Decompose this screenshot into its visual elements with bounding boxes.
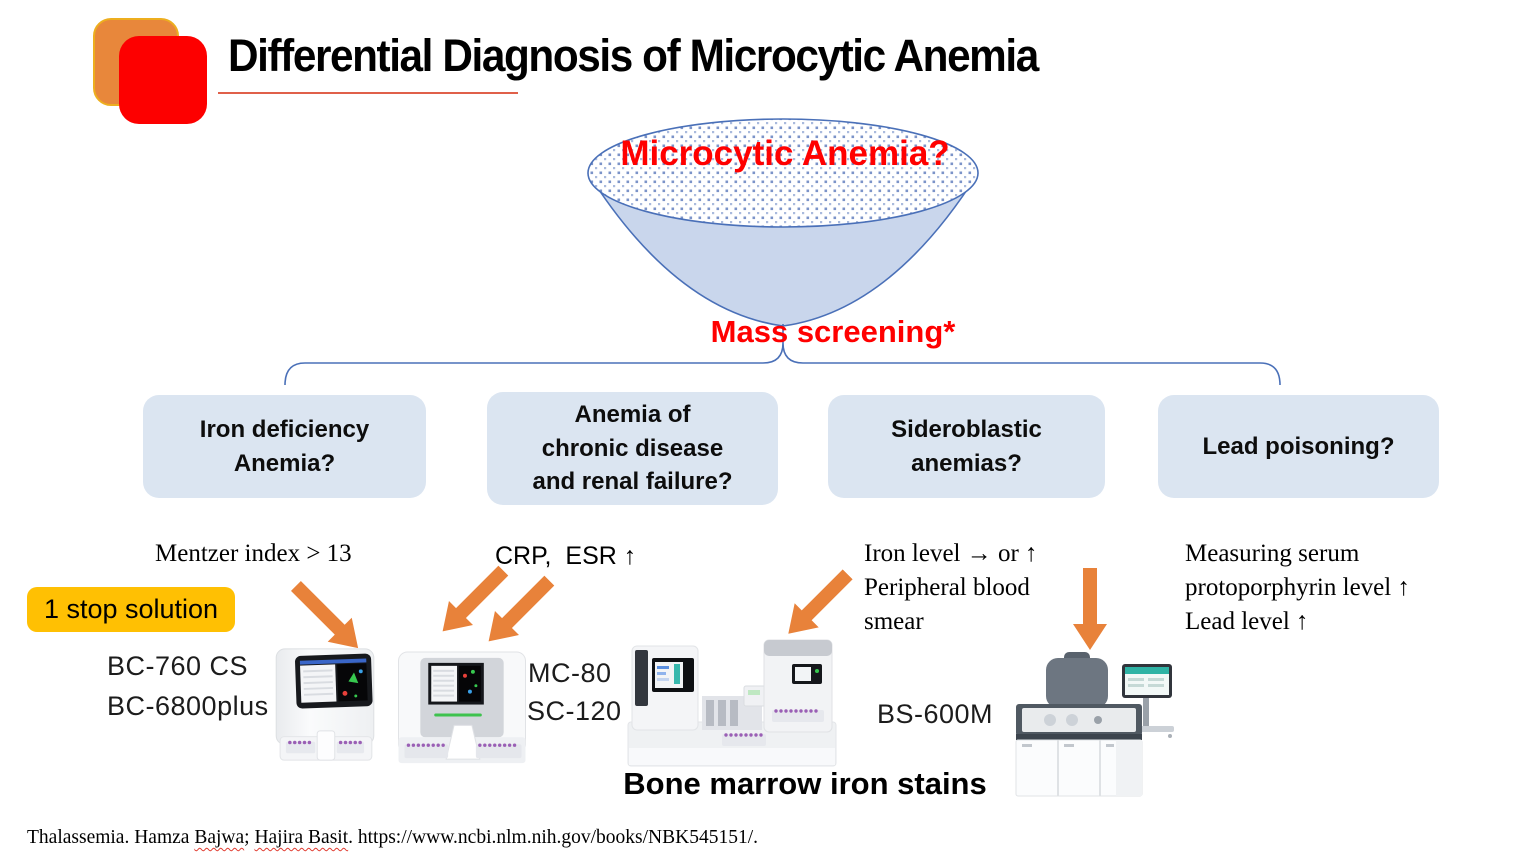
criteria-mentzer-index: Mentzer index > 13 <box>155 540 352 567</box>
criteria-crp-esr: CRP, ESR ↑ <box>495 542 637 570</box>
logo-red-square-icon <box>119 36 207 124</box>
funnel-icon <box>587 118 979 327</box>
arrow-down-right-icon <box>290 580 359 649</box>
product-label-bc760: BC-760 CS <box>107 651 249 681</box>
one-stop-solution-badge: 1 stop solution <box>27 587 235 632</box>
brace-connector <box>284 324 1281 386</box>
product-label-bs600m: BS-600M <box>877 699 994 729</box>
bone-marrow-note: Bone marrow iron stains <box>623 766 987 801</box>
citation-text: Thalassemia. Hamza <box>27 827 195 848</box>
arrow-down-left-icon <box>442 565 509 632</box>
citation-separator: ; <box>244 827 255 848</box>
funnel-question-label: Microcytic Anemia? <box>620 134 950 173</box>
page-title: Differential Diagnosis of Microcytic Ane… <box>228 30 1039 81</box>
arrow-down-icon <box>1073 568 1107 650</box>
category-box-lead-poisoning: Lead poisoning? <box>1158 395 1439 498</box>
criteria-iron-level: Iron level → or ↑ Peripheral blood smear <box>864 540 1038 635</box>
category-box-chronic-disease: Anemia of chronic disease and renal fail… <box>487 392 778 505</box>
product-label-bc6800plus: BC-6800plus <box>107 691 269 721</box>
arrow-down-left-icon <box>788 569 853 634</box>
arrow-down-left-icon <box>488 575 555 642</box>
product-label-sc120: SC-120 <box>527 696 622 726</box>
title-underline <box>218 92 518 94</box>
citation: Thalassemia. Hamza Bajwa; Hajira Basit. … <box>27 827 758 849</box>
slide-maker-stainer-mc80-sc120-image <box>627 639 837 767</box>
citation-author2: Hajira Basit <box>254 827 349 848</box>
citation-author1: Bajwa <box>194 827 245 848</box>
mass-screening-label: Mass screening* <box>710 314 956 349</box>
category-box-iron-deficiency: Iron deficiency Anemia? <box>143 395 426 498</box>
criteria-protoporphyrin: Measuring serum protoporphyrin level ↑ L… <box>1185 540 1410 635</box>
product-label-mc80: MC-80 <box>528 658 612 688</box>
chemistry-analyzer-bs600m-image <box>1015 652 1174 797</box>
citation-url: . https://www.ncbi.nlm.nih.gov/books/NBK… <box>348 827 758 848</box>
hematology-analyzer-bc760-image <box>275 648 375 761</box>
hematology-analyzer-bc6800plus-image <box>398 651 526 764</box>
category-box-sideroblastic: Sideroblastic anemias? <box>828 395 1105 498</box>
